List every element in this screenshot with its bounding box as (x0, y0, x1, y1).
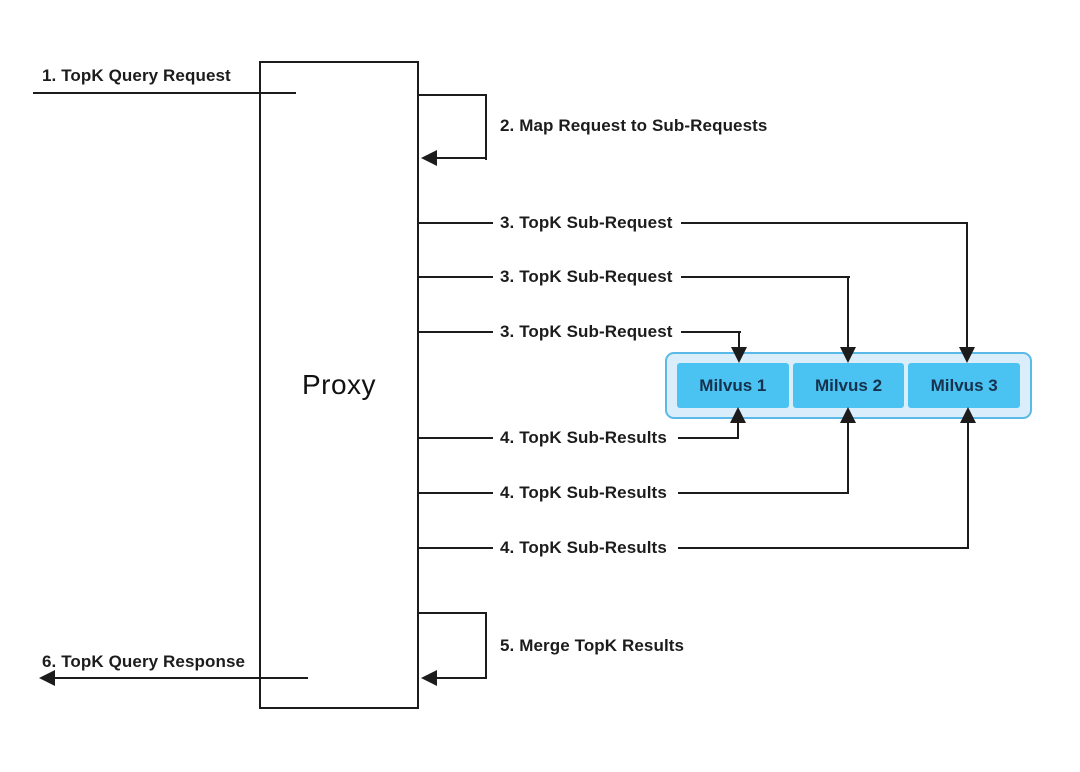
flow-merge-label: 5. Merge TopK Results (500, 636, 685, 655)
flow-request-line (33, 92, 296, 94)
arrowhead-left-icon (39, 670, 55, 686)
arrowhead-left-icon (421, 150, 437, 166)
flow-response-label: 6. TopK Query Response (42, 652, 246, 671)
flow-subres-3-stub (419, 547, 493, 549)
arrowhead-down-icon (840, 347, 856, 363)
flow-subres-2-label: 4. TopK Sub-Results (500, 483, 667, 502)
flow-subres-2-rise (847, 422, 849, 494)
arrowhead-down-icon (731, 347, 747, 363)
flow-subreq-2-line (681, 276, 850, 278)
flow-subres-3-rise (967, 422, 969, 549)
flow-subres-2-line (678, 492, 849, 494)
flow-subres-1-rise (737, 422, 739, 439)
flow-subres-2-stub (419, 492, 493, 494)
flow-subreq-3-stub (419, 331, 493, 333)
arrowhead-down-icon (959, 347, 975, 363)
flow-subreq-1-label: 3. TopK Sub-Request (500, 213, 673, 232)
arrowhead-up-icon (840, 407, 856, 423)
proxy-box: Proxy (259, 61, 419, 709)
flow-subres-1-line (678, 437, 739, 439)
milvus-node-1-label: Milvus 1 (699, 375, 767, 395)
flow-subreq-1-drop (966, 222, 968, 348)
flow-subres-1-stub (419, 437, 493, 439)
flow-subreq-3-line (681, 331, 741, 333)
flow-subres-3-label: 4. TopK Sub-Results (500, 538, 667, 557)
milvus-node-3: Milvus 3 (908, 363, 1021, 408)
flow-subreq-3-drop (738, 331, 740, 348)
flow-request-label: 1. TopK Query Request (42, 66, 231, 85)
flow-subreq-2-drop (847, 276, 849, 348)
flow-subres-1-label: 4. TopK Sub-Results (500, 428, 667, 447)
arrowhead-left-icon (421, 670, 437, 686)
flow-response-line (55, 677, 308, 679)
proxy-label: Proxy (301, 369, 377, 400)
milvus-node-1: Milvus 1 (677, 363, 789, 408)
flow-subreq-1-line (681, 222, 968, 224)
flow-merge-loop-side (485, 612, 487, 678)
flow-merge-loop-bottom (437, 677, 487, 679)
flow-map-loop-side (485, 94, 487, 160)
flow-merge-loop-top (419, 612, 487, 614)
milvus-node-2-label: Milvus 2 (814, 375, 883, 395)
flow-map-label: 2. Map Request to Sub-Requests (500, 116, 768, 135)
flow-subreq-2-label: 3. TopK Sub-Request (500, 267, 673, 286)
flow-subreq-1-stub (419, 222, 493, 224)
milvus-node-3-label: Milvus 3 (930, 375, 998, 395)
arrowhead-up-icon (730, 407, 746, 423)
flow-map-loop-top (419, 94, 487, 96)
arrowhead-up-icon (960, 407, 976, 423)
milvus-node-2: Milvus 2 (792, 363, 905, 408)
flow-subreq-3-label: 3. TopK Sub-Request (500, 322, 673, 341)
flow-subreq-2-stub (419, 276, 493, 278)
flow-map-loop-bottom (437, 157, 487, 159)
flow-subres-3-line (678, 547, 969, 549)
